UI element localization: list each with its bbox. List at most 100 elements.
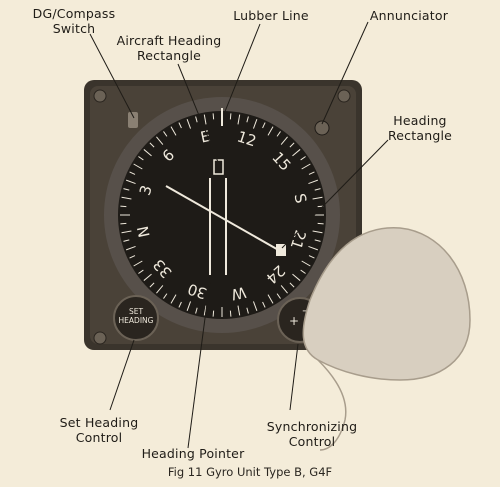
dial-tick — [186, 301, 192, 312]
label-synchronizing-control: Synchronizing Control — [266, 419, 358, 449]
dial-tick — [262, 301, 266, 308]
dial-tick — [143, 273, 152, 281]
dial-tick — [195, 307, 198, 314]
dial-tick — [252, 118, 258, 129]
dial-tick — [308, 245, 319, 251]
label-aircraft-heading-rectangle: Aircraft Heading Rectangle — [116, 33, 222, 63]
sync-knob-symbols: + — [289, 314, 299, 328]
dial-tick — [156, 285, 164, 294]
dial-tick — [133, 163, 143, 170]
dial-tick — [123, 188, 130, 191]
screw-icon — [337, 89, 351, 103]
dial-tick — [125, 245, 136, 251]
dial-tick — [178, 301, 182, 308]
dial-tick — [280, 136, 288, 145]
dial-tick — [129, 255, 136, 259]
dial-mark: 21 — [287, 228, 310, 252]
dial-tick — [170, 126, 177, 136]
dial-tick — [314, 239, 321, 242]
dial-tick — [170, 294, 177, 304]
figure-caption: Fig 11 Gyro Unit Type B, G4F — [167, 465, 333, 479]
screw-icon — [93, 89, 107, 103]
dial-tick — [237, 305, 241, 316]
dial-tick — [229, 113, 232, 120]
compass-dial — [118, 111, 326, 319]
label-set-heading-control: Set Heading Control — [59, 415, 139, 445]
dial-tick — [163, 131, 168, 137]
dial-tick — [149, 142, 155, 148]
dial-tick — [280, 285, 288, 294]
label-dg-compass-switch: DG/Compass Switch — [32, 6, 116, 36]
dial-tick — [289, 142, 295, 148]
dial-tick — [317, 222, 324, 225]
dial-tick — [156, 136, 164, 145]
dial-tick — [203, 114, 207, 125]
label-heading-pointer: Heading Pointer — [141, 446, 245, 461]
dial-tick — [267, 126, 274, 136]
dial-tick — [246, 307, 249, 314]
dial-tick — [143, 149, 152, 157]
dial-tick — [246, 116, 249, 123]
dial-mark: 12 — [235, 127, 259, 150]
dial-tick — [276, 131, 281, 137]
dial-tick — [308, 171, 315, 175]
dial-tick — [149, 282, 155, 288]
dial-tick — [308, 179, 319, 185]
dial-mark: S — [290, 192, 310, 205]
dial-tick — [203, 305, 207, 316]
dial-tick — [308, 255, 315, 259]
dial-tick — [292, 273, 301, 281]
dial-tick — [121, 230, 132, 234]
label-heading-rectangle: Heading Rectangle — [387, 113, 453, 143]
dial-tick — [123, 239, 130, 242]
dial-tick — [252, 301, 258, 312]
hand-illustration — [302, 227, 471, 381]
dial-tick — [229, 310, 232, 317]
dial-mark: N — [134, 224, 154, 239]
dial-tick — [138, 269, 144, 274]
dial-tick — [262, 122, 266, 129]
dial-mark: 30 — [185, 280, 209, 303]
dial-tick — [120, 205, 127, 208]
dial-tick — [276, 293, 281, 299]
label-annunciator: Annunciator — [369, 8, 449, 23]
dial-tick — [212, 310, 215, 317]
dial-tick — [125, 179, 136, 185]
dial-tick — [195, 116, 198, 123]
heading-rectangle-mark — [276, 244, 286, 256]
dial-tick — [300, 269, 306, 274]
dial-tick — [301, 163, 311, 170]
dial-mark: W — [229, 283, 247, 304]
aircraft-heading-rectangle-mark — [213, 159, 224, 175]
dial-tick — [121, 196, 132, 200]
dial-tick — [163, 293, 168, 299]
label-lubber-line: Lubber Line — [233, 8, 309, 23]
dial-tick — [292, 149, 301, 157]
hand-illustration — [317, 359, 347, 451]
dial-tick — [312, 196, 323, 200]
course-line — [165, 185, 283, 253]
dial-tick — [267, 294, 274, 304]
dial-tick — [237, 114, 241, 125]
dial-tick — [129, 171, 136, 175]
set-heading-button[interactable] — [113, 295, 159, 341]
dial-tick — [289, 282, 295, 288]
dial-tick — [312, 230, 323, 234]
dg-compass-switch-knob[interactable] — [128, 112, 138, 128]
dial-mark: E — [199, 127, 212, 147]
dial-tick — [212, 113, 215, 120]
annunciator-lamp — [314, 120, 330, 136]
screw-icon — [93, 331, 107, 345]
dial-tick-marks — [120, 113, 324, 317]
dial-tick — [186, 118, 192, 129]
dial-tick — [178, 122, 182, 129]
dial-tick — [314, 188, 321, 191]
dial-tick — [138, 156, 144, 161]
leader-lines — [89, 21, 389, 449]
dial-tick — [120, 222, 127, 225]
dial-tick — [300, 156, 306, 161]
dial-tick — [301, 260, 311, 267]
dial-tick — [133, 260, 143, 267]
